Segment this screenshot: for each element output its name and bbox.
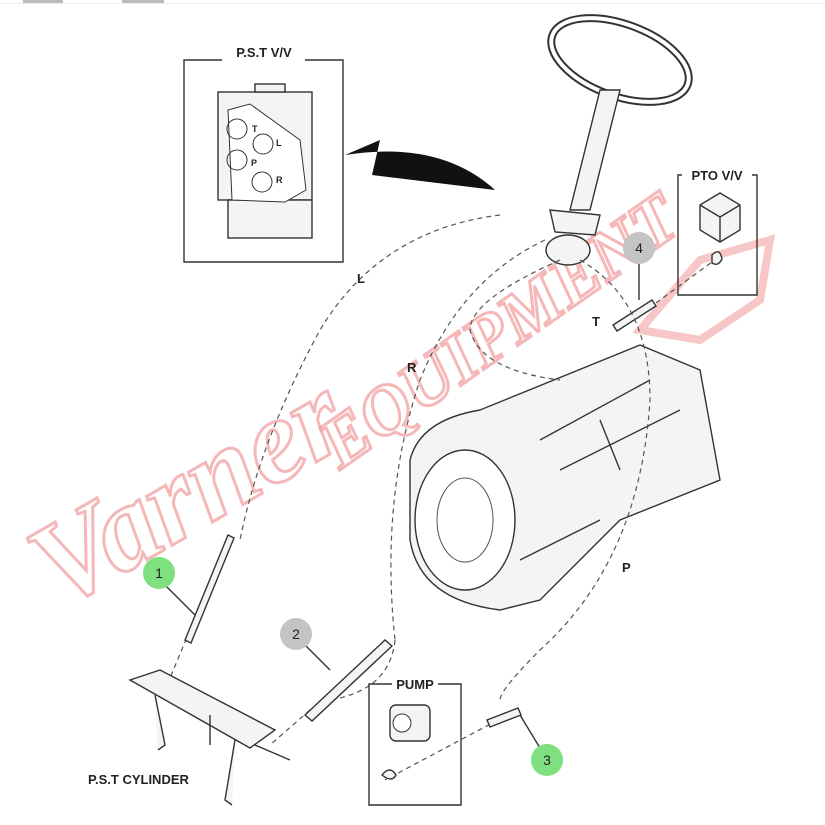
steering-wheel: [545, 14, 693, 266]
line-label-l: L: [357, 271, 365, 286]
port-label-l: L: [276, 138, 282, 148]
callout-3: 3: [519, 714, 563, 776]
top-tab: [23, 0, 63, 3]
pump-inset: PUMP: [368, 677, 462, 806]
callout-1: 1: [143, 557, 196, 616]
callout-number: 1: [155, 565, 163, 581]
hose-1: [184, 534, 235, 644]
port-label-p: P: [251, 158, 257, 168]
port-label-t: T: [252, 124, 258, 134]
arrow-icon: [345, 140, 495, 190]
line-label-p: P: [622, 560, 631, 575]
divider: [0, 3, 825, 4]
line-label-r: R: [407, 360, 417, 375]
top-tab: [122, 0, 164, 3]
pump-title: PUMP: [396, 677, 434, 692]
svg-text:Varner: Varner: [7, 347, 369, 633]
transmission-housing: [409, 344, 721, 611]
pst-valve-inset: P.S.T V/V T L P R: [183, 45, 344, 263]
callout-2: 2: [280, 618, 331, 671]
callout-number: 4: [635, 240, 643, 256]
pst-valve-title: P.S.T V/V: [236, 45, 292, 60]
line-label-t: T: [592, 314, 600, 329]
hose-2: [303, 639, 394, 722]
port-label-r: R: [276, 175, 283, 185]
callout-number: 3: [543, 752, 551, 768]
hose-3: [486, 707, 522, 728]
pst-cylinder: [128, 669, 291, 806]
pto-valve-inset: PTO V/V: [677, 168, 758, 296]
pst-cylinder-title: P.S.T CYLINDER: [88, 772, 190, 787]
pto-valve-title: PTO V/V: [691, 168, 742, 183]
hose-4: [612, 299, 657, 332]
callout-4: 4: [623, 232, 655, 300]
callout-number: 2: [292, 626, 300, 642]
